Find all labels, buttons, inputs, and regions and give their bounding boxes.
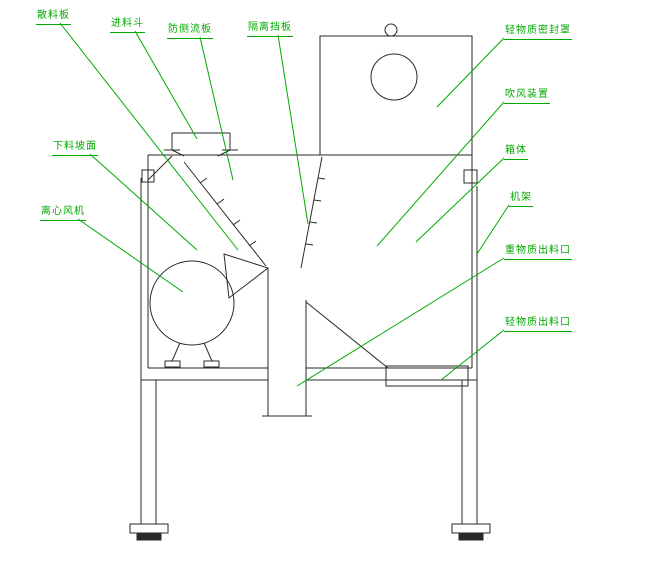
seal-cover-box: [319, 23, 473, 156]
label-box-body: 箱体: [504, 145, 528, 160]
leader-heavy-outlet: [296, 257, 505, 387]
label-discharge-slope: 下料坡面: [52, 141, 98, 156]
lifting-hook: [384, 23, 398, 37]
centrifugal-fan-shape: [149, 253, 270, 368]
leader-scatter-plate: [59, 22, 239, 251]
leader-centrifugal-fan: [77, 218, 184, 293]
leader-box-body: [415, 157, 505, 243]
label-blowing-device: 吹风装置: [504, 89, 550, 104]
label-scatter-plate: 散料板: [36, 10, 71, 25]
box-body-shape: [147, 154, 473, 369]
label-anti-side-flow-plate: 防侧流板: [167, 24, 213, 39]
leader-discharge-slope: [89, 153, 198, 251]
label-isolation-baffle: 隔离挡板: [247, 22, 293, 37]
isolation-baffle-shape: [300, 156, 326, 269]
leader-machine-frame: [476, 204, 510, 255]
discharge-slope-shape: [183, 161, 267, 267]
machine-frame-shape: [129, 169, 491, 541]
leader-seal-cover: [436, 37, 505, 108]
label-feed-hopper: 进料斗: [110, 18, 145, 33]
label-light-material-outlet: 轻物质出料口: [504, 317, 572, 332]
label-heavy-material-outlet: 重物质出料口: [504, 245, 572, 260]
heavy-outlet-chute: [262, 268, 389, 417]
label-light-material-seal-cover: 轻物质密封罩: [504, 25, 572, 40]
inspection-hole: [370, 53, 418, 101]
light-outlet-box: [385, 365, 469, 387]
leader-light-outlet: [440, 329, 505, 381]
leader-blowing-device: [376, 101, 505, 247]
label-machine-frame: 机架: [509, 192, 533, 207]
leader-isolation-baffle: [277, 34, 309, 225]
leader-feed-hopper: [134, 30, 198, 140]
label-centrifugal-fan: 离心风机: [40, 206, 86, 221]
machine-drawing: [129, 23, 491, 541]
feed-hopper-shape: [164, 132, 238, 157]
leader-anti-side-flow-plate: [199, 36, 234, 181]
leader-lines: [59, 22, 510, 387]
